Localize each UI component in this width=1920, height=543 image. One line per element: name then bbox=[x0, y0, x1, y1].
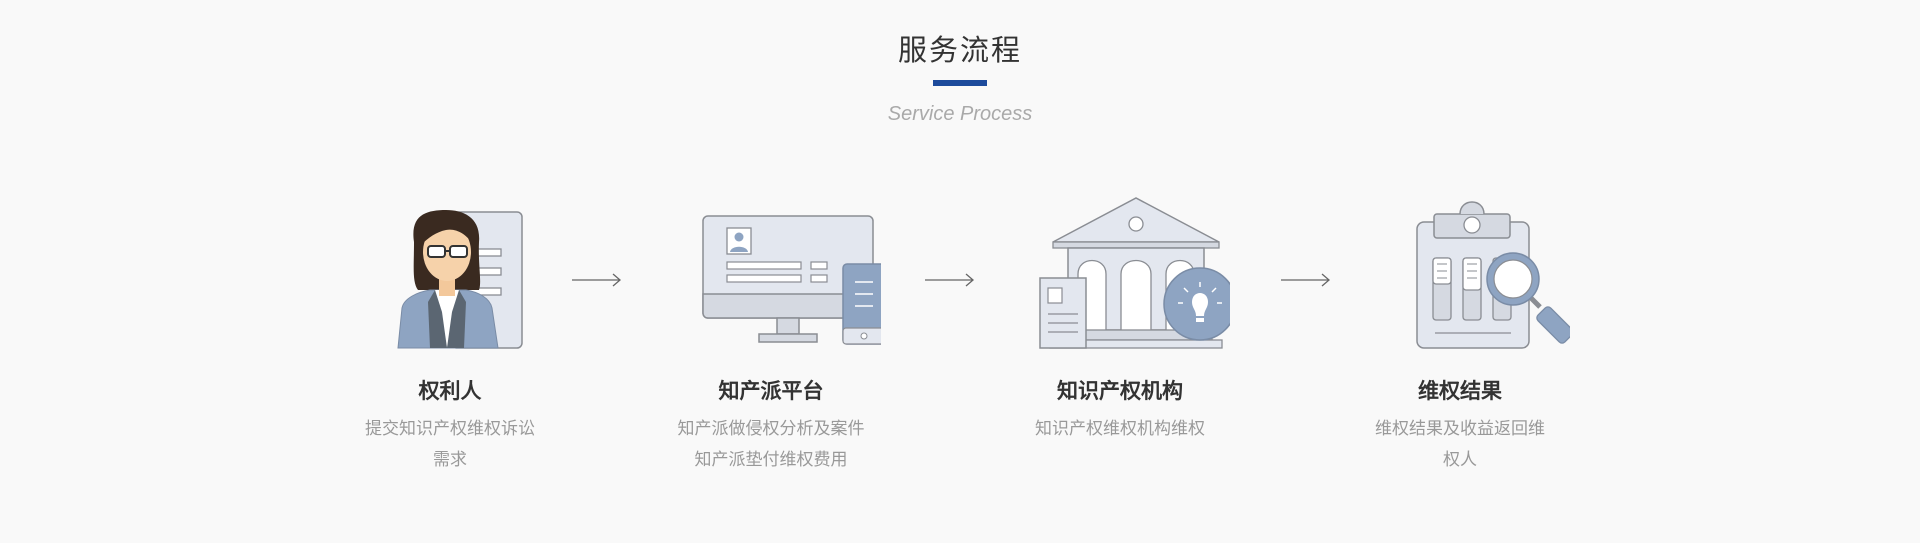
title-underline bbox=[933, 80, 987, 86]
section-title: 服务流程 bbox=[897, 33, 1022, 67]
arrow-right-icon bbox=[925, 273, 974, 287]
step-title: 知识产权机构 bbox=[1057, 379, 1183, 403]
result-icon bbox=[1416, 201, 1570, 349]
arrow-right-icon bbox=[1281, 273, 1330, 287]
step-description: 知产派做侵权分析及案件知产派垫付维权费用 bbox=[677, 419, 865, 470]
step-result: 维权结果 维权结果及收益返回维权人 bbox=[1330, 190, 1590, 470]
step-ip-institution: 知识产权机构 知识产权维权机构维权 bbox=[990, 190, 1250, 439]
step-platform: 知产派平台 知产派做侵权分析及案件知产派垫付维权费用 bbox=[641, 190, 901, 470]
step-title: 维权结果 bbox=[1418, 379, 1502, 403]
step-description: 提交知识产权维权诉讼需求 bbox=[365, 419, 535, 470]
step-rights-holder: 权利人 提交知识产权维权诉讼需求 bbox=[320, 190, 580, 470]
section-subtitle: Service Process bbox=[887, 103, 1033, 125]
step-title: 知产派平台 bbox=[718, 379, 824, 403]
step-description: 维权结果及收益返回维权人 bbox=[1375, 419, 1545, 470]
arrow-right-icon bbox=[572, 273, 621, 287]
ip-institution-icon bbox=[1039, 197, 1230, 349]
rights-holder-icon bbox=[397, 210, 523, 349]
step-description: 知识产权维权机构维权 bbox=[1035, 419, 1205, 439]
platform-icon bbox=[702, 215, 881, 345]
step-title: 权利人 bbox=[418, 379, 482, 403]
